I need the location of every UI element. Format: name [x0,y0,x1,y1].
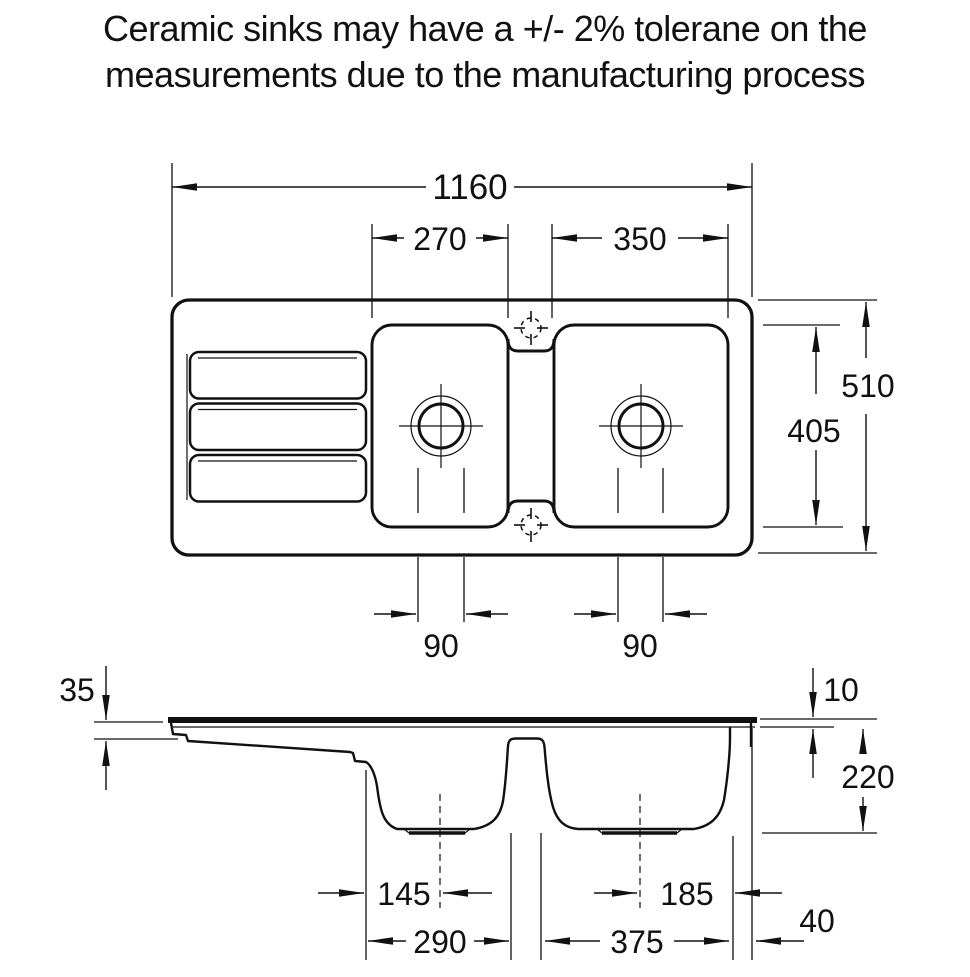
dim-label-35: 35 [59,672,95,708]
dim-label-90-right: 90 [622,628,658,664]
drainer-ribs [186,350,368,503]
section-profile [169,722,732,831]
dim-label-270: 270 [413,221,466,257]
tolerance-note: Ceramic sinks may have a +/- 2% tolerane… [0,6,970,98]
dim-label-290: 290 [413,924,466,960]
dim-overall-width: 1160 [171,163,753,297]
side-view-dimensions: 35 10 220 [59,666,895,960]
dim-label-10: 10 [823,672,859,708]
bowl1-outline [370,323,510,529]
dim-label-1160: 1160 [432,168,507,207]
dim-bowl2-width: 350 [551,221,729,318]
dim-label-185: 185 [660,876,713,912]
dim-label-350: 350 [613,221,666,257]
bowl-bridge-bottom [506,499,556,514]
dim-bowls-depth: 405 [763,324,843,528]
dim-bowl1-width: 270 [371,221,509,318]
dim-bowl1-drain-offset: 145 [318,876,492,912]
tap-hole-mark-top [514,311,548,345]
dim-front-edge: 35 [59,666,178,790]
dim-label-145: 145 [377,876,430,912]
side-view-drawing [168,717,757,908]
dim-label-510: 510 [841,368,894,404]
dim-rim-thickness: 10 [760,668,877,778]
dim-bowl2-base-width: 375 [545,924,729,960]
dim-label-220: 220 [841,759,894,795]
dim-bowl2-drain: 90 [574,557,707,664]
dim-label-40: 40 [799,903,835,939]
rim-bar [168,717,757,723]
bowl2-drain [599,384,683,513]
tolerance-note-line2: measurements due to the manufacturing pr… [105,54,865,95]
dim-label-375: 375 [610,924,663,960]
dim-bowl2-drain-offset: 185 [594,876,782,912]
tap-hole-mark-bottom [514,508,548,542]
sink-outline [170,298,754,557]
dim-bowl-depth: 220 [762,729,895,834]
dim-right-edge-offset: 40 [756,903,835,945]
dim-label-405: 405 [787,413,840,449]
dim-label-90-left: 90 [423,628,459,664]
bowl1-drain [399,384,483,513]
dim-overall-depth: 510 [758,299,895,554]
tolerance-note-line1: Ceramic sinks may have a +/- 2% tolerane… [103,8,867,49]
bowl1-drain-recess [403,828,471,835]
dim-bowl1-drain: 90 [374,557,508,664]
bowl2-outline [552,323,730,529]
bowl-bridge-top [506,338,556,353]
top-view-dimensions: 1160 270 350 [171,163,895,664]
dim-bowl1-base-width: 290 [368,924,509,960]
top-view-drawing [170,298,754,557]
